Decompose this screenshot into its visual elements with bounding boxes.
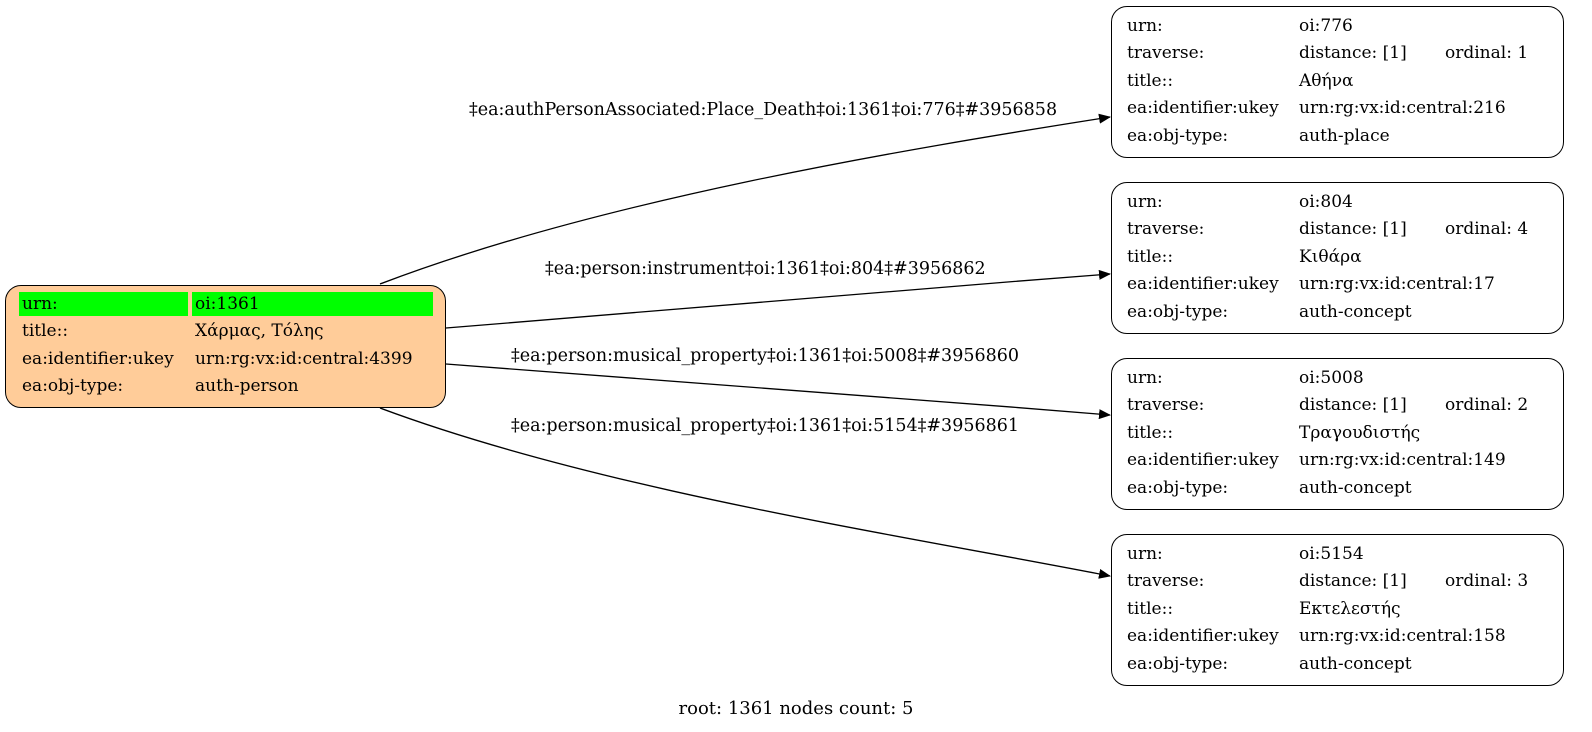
row-key: urn: (1127, 368, 1163, 388)
row-value: auth-concept (1299, 478, 1412, 498)
row-key: ea:identifier:ukey (1127, 274, 1279, 294)
edge-line-2[interactable] (445, 269, 1111, 329)
row-key: ea:identifier:ukey (1127, 626, 1279, 646)
row-value: Χάρμας, Τόλης (195, 321, 324, 341)
row-title: title::Εκτελεστής (1127, 597, 1557, 621)
ordinal-value: ordinal: 1 (1445, 43, 1529, 63)
row-urn: urn: oi:804 (1127, 190, 1557, 214)
row-value: oi:5154 (1299, 544, 1364, 564)
row-value: Κιθάρα (1299, 247, 1362, 267)
row-key: ea:obj-type: (22, 376, 124, 396)
row-key: title:: (1127, 247, 1174, 267)
row-key: traverse: (1127, 43, 1205, 63)
row-value: distance: [1] (1299, 395, 1407, 415)
root-row-title: title:: Χάρμας, Τόλης (22, 319, 442, 343)
row-traverse: traverse: distance: [1] ordinal: 2 (1127, 393, 1557, 417)
ordinal-value: ordinal: 3 (1445, 571, 1529, 591)
target-node[interactable]: urn: oi:776 traverse: distance: [1] ordinal… (1111, 6, 1564, 158)
edge-label: ‡ea:person:musical_property‡oi:1361‡oi:5… (511, 346, 1019, 366)
row-key: ea:obj-type: (1127, 478, 1229, 498)
row-obj-type: ea:obj-type: auth-concept (1127, 476, 1557, 500)
row-value: auth-concept (1299, 654, 1412, 674)
root-row-urn-value: oi:1361 (192, 292, 433, 316)
row-key: urn: (22, 294, 58, 314)
row-value: urn:rg:vx:id:central:149 (1299, 450, 1506, 470)
row-value: distance: [1] (1299, 43, 1407, 63)
row-value: oi:5008 (1299, 368, 1364, 388)
row-value: urn:rg:vx:id:central:158 (1299, 626, 1506, 646)
row-title: title::Αθήνα (1127, 69, 1557, 93)
row-key: ea:identifier:ukey (1127, 450, 1279, 470)
row-value: oi:1361 (195, 294, 260, 314)
row-key: title:: (1127, 423, 1174, 443)
row-key: traverse: (1127, 571, 1205, 591)
row-value: auth-place (1299, 126, 1390, 146)
row-ukey: ea:identifier:ukey urn:rg:vx:id:central:2… (1127, 96, 1557, 120)
row-ukey: ea:identifier:ukey urn:rg:vx:id:central:1… (1127, 272, 1557, 296)
ordinal-value: ordinal: 4 (1445, 219, 1529, 239)
row-urn: urn: oi:5008 (1127, 366, 1557, 390)
row-traverse: traverse: distance: [1] ordinal: 3 (1127, 569, 1557, 593)
row-key: title:: (1127, 599, 1174, 619)
row-ukey: ea:identifier:ukey urn:rg:vx:id:central:1… (1127, 624, 1557, 648)
root-row-urn-key: urn: (19, 292, 188, 316)
target-node[interactable]: urn: oi:804 traverse: distance: [1] ordinal… (1111, 182, 1564, 334)
row-key: ea:identifier:ukey (22, 349, 174, 369)
row-key: traverse: (1127, 219, 1205, 239)
row-urn: urn: oi:5154 (1127, 542, 1557, 566)
row-value: urn:rg:vx:id:central:216 (1299, 98, 1506, 118)
row-traverse: traverse: distance: [1] ordinal: 4 (1127, 217, 1557, 241)
row-obj-type: ea:obj-type: auth-concept (1127, 300, 1557, 324)
edge-line-4[interactable] (379, 407, 1111, 579)
row-obj-type: ea:obj-type: auth-concept (1127, 652, 1557, 676)
edge-line-1[interactable] (379, 113, 1111, 285)
row-value: distance: [1] (1299, 219, 1407, 239)
root-node[interactable]: urn: oi:1361 title:: Χάρμας, Τόλης ea:id… (5, 285, 446, 408)
row-key: urn: (1127, 16, 1163, 36)
row-value: Τραγουδιστής (1299, 423, 1421, 443)
edge-label: ‡ea:person:musical_property‡oi:1361‡oi:5… (511, 416, 1019, 436)
target-node[interactable]: urn: oi:5008 traverse: distance: [1] ordina… (1111, 358, 1564, 510)
ordinal-value: ordinal: 2 (1445, 395, 1529, 415)
row-value: auth-concept (1299, 302, 1412, 322)
row-urn: urn: oi:776 (1127, 14, 1557, 38)
row-value: distance: [1] (1299, 571, 1407, 591)
row-key: ea:identifier:ukey (1127, 98, 1279, 118)
graph-footer: root: 1361 nodes count: 5 (678, 698, 914, 719)
row-obj-type: ea:obj-type: auth-place (1127, 124, 1557, 148)
row-value: oi:804 (1299, 192, 1353, 212)
row-title: title::Κιθάρα (1127, 245, 1557, 269)
row-key: ea:obj-type: (1127, 654, 1229, 674)
target-node[interactable]: urn: oi:5154 traverse: distance: [1] ordina… (1111, 534, 1564, 686)
row-value: auth-person (195, 376, 299, 396)
edge-label: ‡ea:person:instrument‡oi:1361‡oi:804‡#39… (545, 259, 986, 279)
row-value: oi:776 (1299, 16, 1353, 36)
row-key: ea:obj-type: (1127, 126, 1229, 146)
row-title: title::Τραγουδιστής (1127, 421, 1557, 445)
row-key: traverse: (1127, 395, 1205, 415)
edge-label: ‡ea:authPersonAssociated:Place_Death‡oi:… (469, 100, 1058, 120)
row-value: Εκτελεστής (1299, 599, 1401, 619)
row-key: urn: (1127, 544, 1163, 564)
row-value: urn:rg:vx:id:central:17 (1299, 274, 1495, 294)
row-ukey: ea:identifier:ukey urn:rg:vx:id:central:1… (1127, 448, 1557, 472)
row-value: urn:rg:vx:id:central:4399 (195, 349, 413, 369)
row-key: ea:obj-type: (1127, 302, 1229, 322)
row-traverse: traverse: distance: [1] ordinal: 1 (1127, 41, 1557, 65)
row-key: urn: (1127, 192, 1163, 212)
edge-line-3[interactable] (445, 363, 1111, 420)
root-row-ukey: ea:identifier:ukey urn:rg:vx:id:central:… (22, 347, 442, 371)
row-key: title:: (1127, 71, 1174, 91)
row-key: title:: (22, 321, 69, 341)
row-value: Αθήνα (1299, 71, 1354, 91)
root-row-obj-type: ea:obj-type: auth-person (22, 374, 442, 398)
